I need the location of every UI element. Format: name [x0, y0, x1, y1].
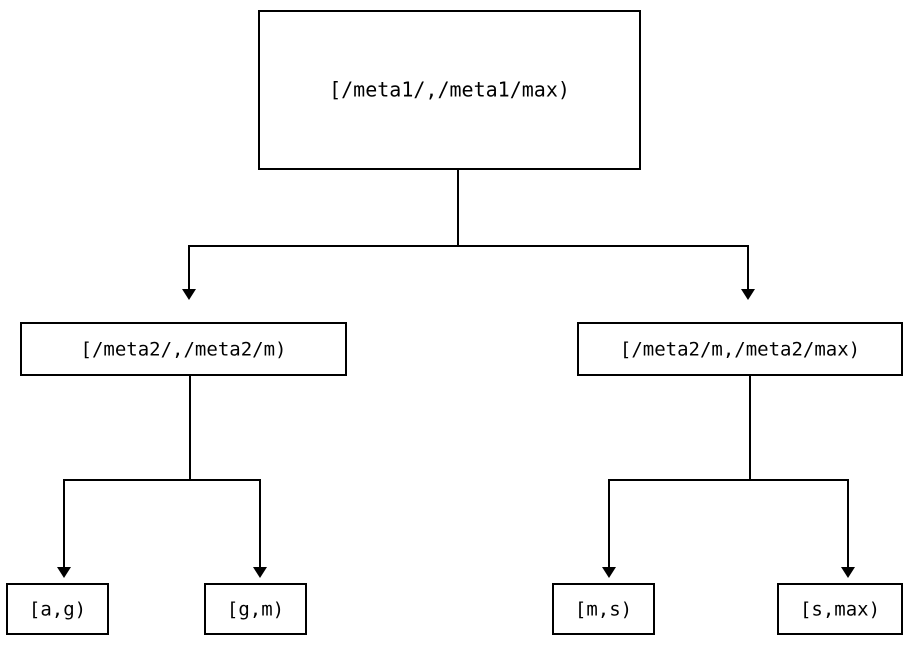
- node-box[interactable]: [551, 582, 656, 636]
- edge-elbow: [187, 244, 458, 289]
- node-leaf-ms[interactable]: [m,s): [551, 582, 656, 636]
- node-label: [/meta2/,/meta2/m): [81, 339, 287, 361]
- node-box[interactable]: [776, 582, 904, 636]
- node-root[interactable]: [/meta1/,/meta1/max): [257, 9, 642, 171]
- arrowhead-icon: [253, 567, 267, 578]
- node-box[interactable]: [19, 321, 348, 377]
- edge-elbow: [607, 478, 750, 567]
- arrowhead-icon: [182, 289, 196, 300]
- node-mid-right[interactable]: [/meta2/m,/meta2/max): [576, 321, 904, 377]
- edge-elbow: [458, 244, 750, 289]
- node-box[interactable]: [203, 582, 308, 636]
- node-label: [s,max): [800, 599, 880, 621]
- arrowhead-icon: [741, 289, 755, 300]
- node-label: [a,g): [29, 599, 86, 621]
- node-label: [/meta1/,/meta1/max): [329, 78, 570, 102]
- node-leaf-ag[interactable]: [a,g): [5, 582, 110, 636]
- edge-root-to-mid-right: [456, 169, 755, 300]
- edge-elbow: [62, 478, 190, 567]
- edge-mid-right-to-leaf-smax: [748, 375, 855, 578]
- edge-elbow: [190, 478, 262, 567]
- node-box[interactable]: [576, 321, 904, 377]
- node-mid-left[interactable]: [/meta2/,/meta2/m): [19, 321, 348, 377]
- arrowhead-icon: [841, 567, 855, 578]
- edge-elbow: [750, 478, 850, 567]
- node-label: [/meta2/m,/meta2/max): [620, 339, 860, 361]
- node-leaf-smax[interactable]: [s,max): [776, 582, 904, 636]
- arrowhead-icon: [602, 567, 616, 578]
- node-box[interactable]: [5, 582, 110, 636]
- node-label: [m,s): [575, 599, 632, 621]
- edge-mid-right-to-leaf-ms: [602, 375, 752, 578]
- node-layer: [/meta1/,/meta1/max) [/meta2/,/meta2/m) [/…: [5, 9, 904, 636]
- node-box[interactable]: [257, 9, 642, 171]
- arrowhead-icon: [57, 567, 71, 578]
- edge-mid-left-to-leaf-ag: [57, 375, 192, 578]
- node-leaf-gm[interactable]: [g,m): [203, 582, 308, 636]
- edge-layer: [57, 169, 855, 578]
- edge-mid-left-to-leaf-gm: [188, 375, 267, 578]
- edge-root-to-mid-left: [182, 169, 460, 300]
- node-label: [g,m): [227, 599, 284, 621]
